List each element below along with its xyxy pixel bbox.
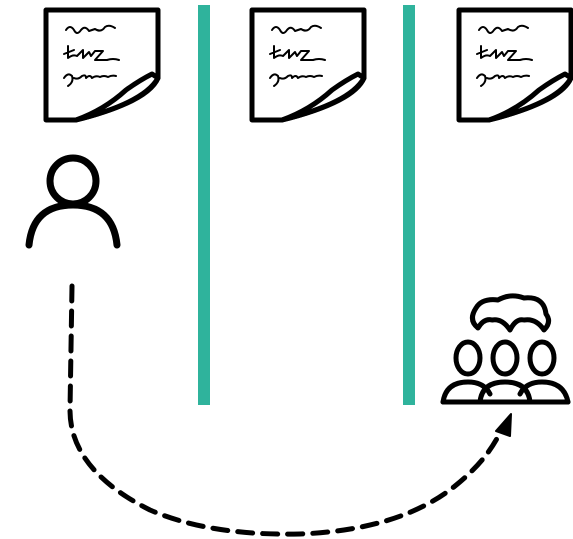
- document-icon: [46, 10, 158, 120]
- document-icon: [252, 10, 364, 120]
- person-icon: [25, 154, 121, 249]
- divider-line: [403, 5, 415, 405]
- document-icon: [459, 10, 571, 120]
- divider-line: [198, 5, 210, 405]
- dashed-arrow-icon: [67, 283, 512, 537]
- arrowhead: [495, 413, 512, 437]
- group-icon: [440, 293, 571, 405]
